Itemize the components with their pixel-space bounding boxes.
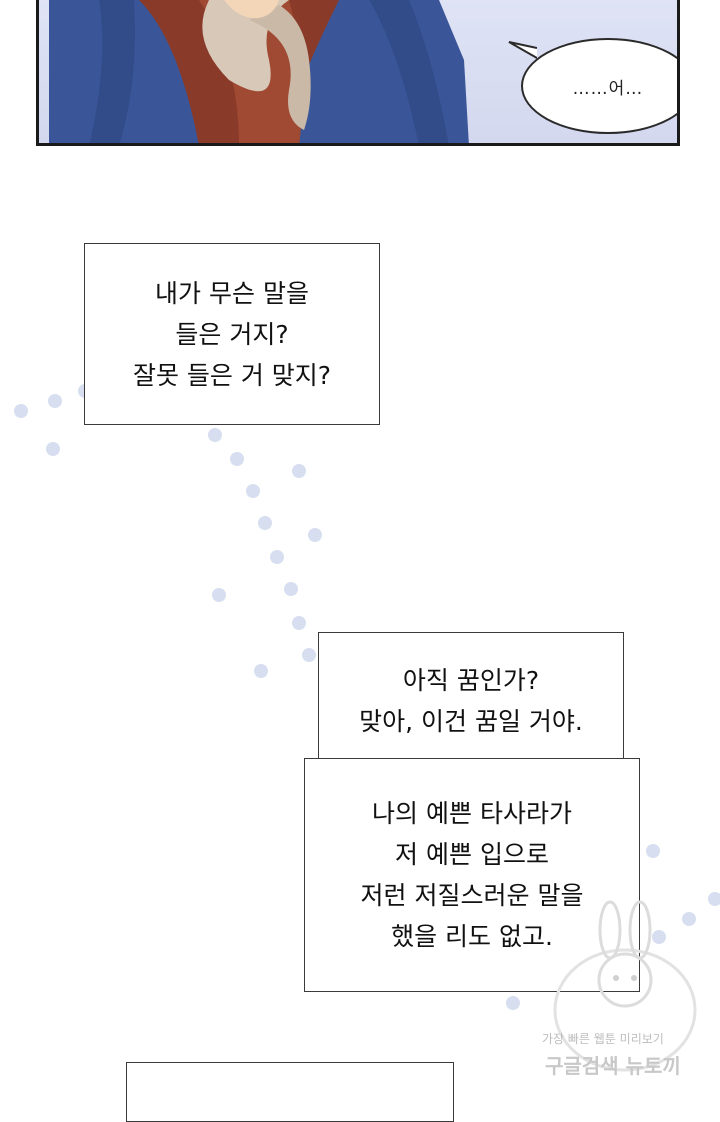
comic-panel: ……어…	[36, 0, 680, 146]
character-illustration	[49, 0, 469, 143]
watermark-line-2: 구글검색 뉴토끼	[545, 1054, 681, 1078]
narration-box-1: 내가 무슨 말을 들은 거지? 잘못 들은 거 맞지?	[84, 243, 380, 425]
speech-bubble: ……어…	[521, 38, 677, 134]
narration-line: 저런 저질스러운 말을	[360, 881, 584, 910]
narration-line: 내가 무슨 말을	[155, 278, 309, 308]
narration-box-4	[126, 1062, 454, 1122]
bubble-tail	[508, 41, 537, 59]
narration-line: 저 예쁜 입으로	[395, 840, 549, 869]
watermark-line-1: 가장 빠른 웹툰 미리보기	[542, 1032, 664, 1046]
narration-line: 나의 예쁜 타사라가	[372, 799, 572, 828]
bunny-mascot-watermark	[553, 900, 697, 1072]
narration-line: 아직 꿈인가?	[402, 666, 540, 695]
narration-box-3: 나의 예쁜 타사라가 저 예쁜 입으로 저런 저질스러운 말을 했을 리도 없고…	[304, 758, 640, 992]
speech-text: ……어…	[572, 78, 644, 99]
narration-line: 잘못 들은 거 맞지?	[132, 360, 332, 390]
narration-box-2: 아직 꿈인가? 맞아, 이건 꿈일 거야.	[318, 632, 624, 770]
narration-line: 했을 리도 없고.	[391, 922, 553, 951]
narration-line: 맞아, 이건 꿈일 거야.	[359, 707, 583, 736]
narration-line: 들은 거지?	[175, 319, 289, 349]
